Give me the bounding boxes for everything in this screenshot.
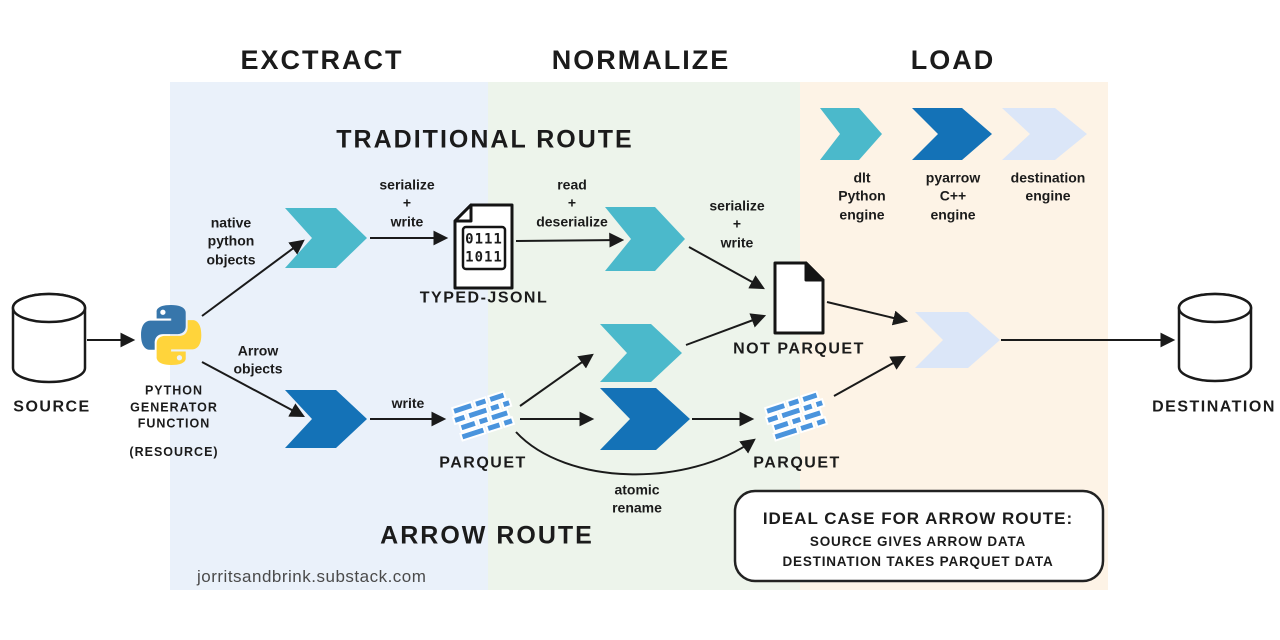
arrow-parquet1-to-dlt3 <box>519 353 594 407</box>
parquet-file-icon-right <box>763 390 829 442</box>
not-parquet-file-icon <box>773 261 825 335</box>
dlt-engine-chevron-2 <box>605 207 685 271</box>
parquet-file-icon-left <box>450 390 516 442</box>
ideal-case-box <box>733 489 1105 583</box>
dlt-engine-chevron-3 <box>600 324 682 382</box>
arrow-atomic-rename <box>515 431 756 476</box>
dlt-engine-chevron-1 <box>285 208 367 268</box>
arrow-python-to-pyarrow1 <box>201 361 305 418</box>
arrow-jsonl-to-dlt2 <box>515 232 625 248</box>
legend-destination-chevron <box>1002 108 1087 160</box>
python-logo-icon <box>141 305 202 365</box>
arrow-python-to-dlt1 <box>201 239 305 317</box>
typed-jsonl-file-icon <box>453 203 514 290</box>
arrow-notparquet-to-dest-engine <box>826 301 909 326</box>
destination-database-icon <box>1177 292 1253 383</box>
extract-column-bg <box>170 82 488 590</box>
legend-pyarrow-chevron <box>912 108 992 160</box>
arrow-parquet2-to-dest-engine <box>833 355 906 397</box>
destination-engine-chevron <box>915 312 1000 368</box>
watermark-url: jorritsandbrink.substack.com <box>197 567 427 586</box>
source-database-icon <box>11 292 87 384</box>
arrow-dlt3-to-notparquet <box>685 313 767 346</box>
flow-arrows <box>87 230 1176 476</box>
arrow-dlt2-to-notparquet <box>688 246 765 290</box>
pyarrow-engine-chevron-2 <box>600 388 690 450</box>
legend-dlt-chevron <box>820 108 882 160</box>
pyarrow-engine-chevron-1 <box>285 390 367 448</box>
